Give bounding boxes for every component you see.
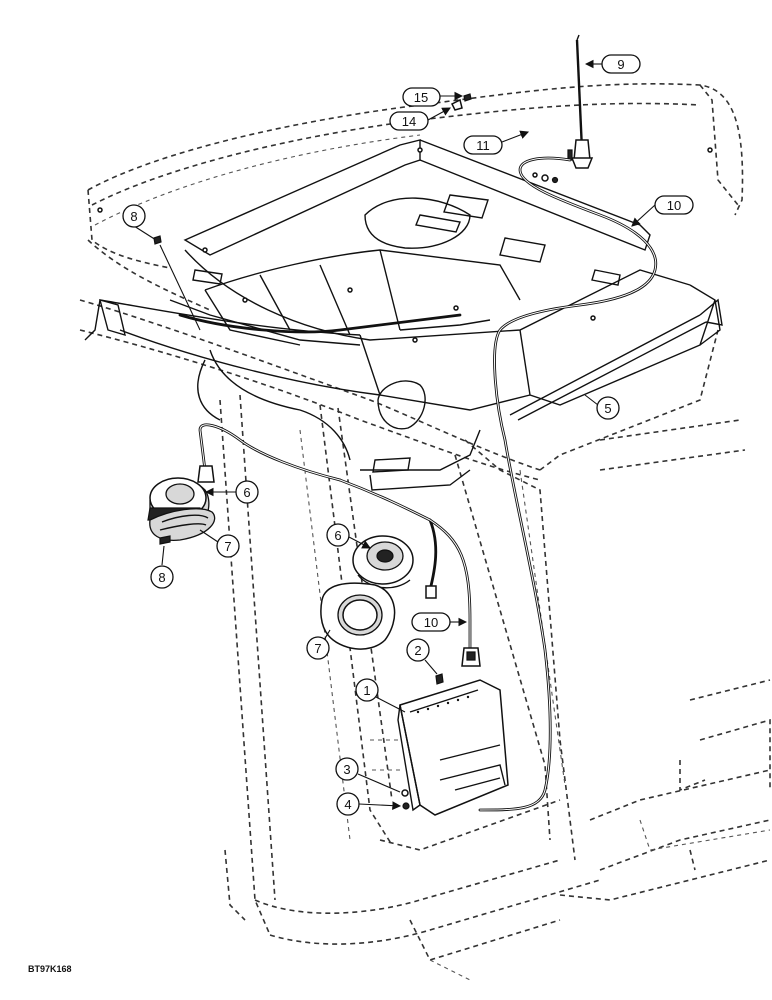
callout-8-text: 8 xyxy=(158,570,165,585)
callout-3: 3 xyxy=(335,757,401,793)
callout-9-text: 8 xyxy=(130,209,137,224)
callout-6-left-label: 6 xyxy=(243,485,250,500)
callout-13: 11 xyxy=(463,130,530,155)
left-speaker-assembly xyxy=(147,477,216,545)
callout-1-label: 1 xyxy=(363,683,370,698)
callout-5-label: 5 xyxy=(604,401,611,416)
callout-14-label: 14 xyxy=(402,114,416,129)
callout-13-label: 11 xyxy=(476,138,490,153)
callout-1: 1 xyxy=(355,678,406,713)
antenna-cable xyxy=(478,156,658,812)
callout-12: 10 xyxy=(631,195,694,227)
radio-bracket xyxy=(370,673,509,816)
callout-6-right-label: 6 xyxy=(334,528,341,543)
callout-11: 9 xyxy=(584,54,641,74)
callout-4-label: 4 xyxy=(344,797,351,812)
cab-outline xyxy=(79,83,771,981)
callout-7-left: 7 xyxy=(199,529,240,558)
callout-6-left: 6 xyxy=(204,480,259,504)
callout-15-label: 15 xyxy=(414,90,428,105)
callout-15: 15 xyxy=(402,87,464,107)
callout-10-text: 10 xyxy=(424,615,438,630)
antenna-assembly xyxy=(450,34,594,184)
callout-2: 2 xyxy=(406,638,438,675)
callout-9: 8 xyxy=(122,204,201,331)
callout-12-label: 10 xyxy=(667,198,681,213)
right-speaker-assembly xyxy=(320,535,414,650)
speaker-harness xyxy=(178,313,481,667)
callout-14: 14 xyxy=(389,107,451,131)
callout-5: 5 xyxy=(584,394,620,420)
callout-3-label: 3 xyxy=(343,762,350,777)
callout-7-right: 7 xyxy=(306,629,331,660)
callout-2-label: 2 xyxy=(414,643,421,658)
callout-6-right: 6 xyxy=(326,523,371,549)
callout-4: 4 xyxy=(336,792,402,816)
callout-7-right-label: 7 xyxy=(314,641,321,656)
callout-7-left-label: 7 xyxy=(224,539,231,554)
callout-10: 10 xyxy=(411,612,468,632)
callout-8: 8 xyxy=(150,545,174,589)
callout-11-label: 9 xyxy=(617,57,624,72)
drawing-code: BT97K168 xyxy=(28,964,72,974)
